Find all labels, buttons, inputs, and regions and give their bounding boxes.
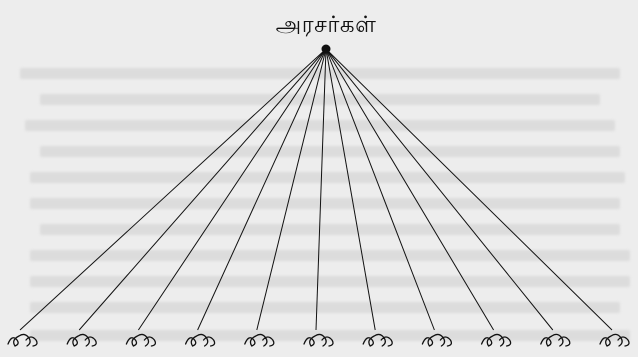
ray-line: [138, 49, 326, 330]
ray-line: [326, 49, 553, 330]
leaf-glyph: [600, 334, 629, 346]
ray-line: [79, 49, 326, 330]
leaf-glyph: [8, 334, 37, 346]
leaf-glyph: [186, 334, 215, 346]
root-node: [322, 45, 331, 54]
leaf-glyph: [126, 334, 155, 346]
ray-line: [20, 49, 326, 330]
leaf-glyphs: [8, 334, 629, 346]
leaf-glyph: [363, 334, 392, 346]
leaf-glyph: [67, 334, 96, 346]
leaf-glyph: [482, 334, 511, 346]
ray-line: [316, 49, 326, 330]
leaf-glyph: [245, 334, 274, 346]
ray-lines: [20, 49, 612, 330]
ray-line: [257, 49, 326, 330]
leaf-glyph: [541, 334, 570, 346]
leaf-glyph: [304, 334, 333, 346]
ray-line: [326, 49, 434, 330]
ray-line: [198, 49, 326, 330]
leaf-glyph: [422, 334, 451, 346]
